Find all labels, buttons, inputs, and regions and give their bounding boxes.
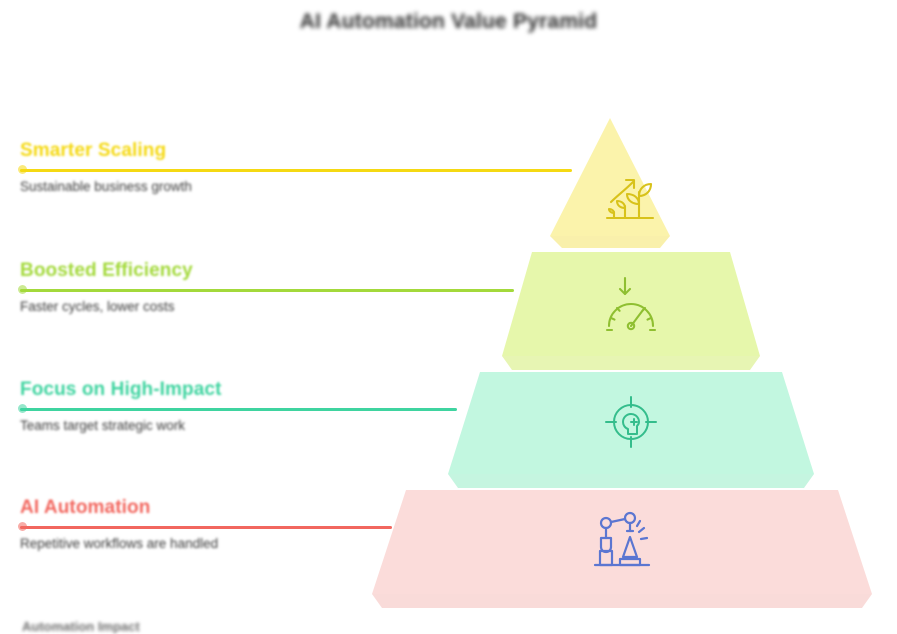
tier-heading-4: AI Automation xyxy=(20,497,151,518)
pyramid-tier-1[interactable] xyxy=(540,118,720,248)
pyramid-tier-2[interactable] xyxy=(488,252,774,372)
tier-connector-line-4 xyxy=(20,526,392,529)
tier-heading-2: Boosted Efficiency xyxy=(20,260,193,281)
plant-growth-arrow-icon xyxy=(540,168,720,228)
tier-label-4: AI Automation Repetitive workflows are h… xyxy=(20,497,218,551)
tier-label-2: Boosted Efficiency Faster cycles, lower … xyxy=(20,260,193,314)
tier-subtitle-4: Repetitive workflows are handled xyxy=(20,536,219,551)
tier-heading-1: Smarter Scaling xyxy=(20,140,167,161)
tier-subtitle-2: Faster cycles, lower costs xyxy=(20,299,175,314)
page-title: AI Automation Value Pyramid xyxy=(299,10,598,33)
tier-subtitle-3: Teams target strategic work xyxy=(20,418,186,433)
tier-label-3: Focus on High-Impact Teams target strate… xyxy=(20,379,222,433)
target-mind-focus-icon xyxy=(430,390,832,454)
tier-connector-line-1 xyxy=(20,169,572,172)
tier-subtitle-1: Sustainable business growth xyxy=(20,179,192,194)
pyramid-tier-4[interactable] xyxy=(352,490,892,608)
pyramid-tier-3[interactable] xyxy=(430,372,832,490)
tier-label-1: Smarter Scaling Sustainable business gro… xyxy=(20,140,192,194)
tier-heading-3: Focus on High-Impact xyxy=(20,379,222,400)
footer-clipped-text: Automation Impact xyxy=(22,619,140,634)
tier-connector-line-3 xyxy=(20,408,457,411)
tier-connector-line-2 xyxy=(20,289,514,292)
robotic-arm-icon xyxy=(352,504,892,576)
speedometer-gauge-icon xyxy=(488,272,774,338)
